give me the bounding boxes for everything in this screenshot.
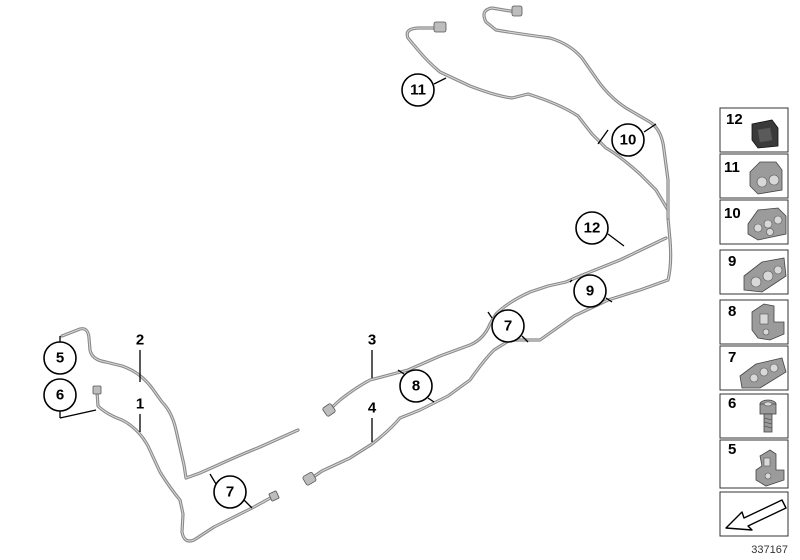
legend-item-9[interactable]: 9: [719, 249, 789, 295]
legend-item-direction[interactable]: [719, 491, 789, 537]
callout-8-label: 8: [412, 378, 420, 395]
callout-10-label: 10: [620, 132, 637, 149]
pipe-fitting: [302, 472, 317, 486]
legend-number-11: 11: [724, 159, 740, 176]
parts-legend: 12 11 10: [719, 107, 789, 537]
label-2[interactable]: 2: [136, 332, 144, 349]
callout-7-right[interactable]: 7: [491, 309, 525, 343]
legend-item-6[interactable]: 6: [719, 393, 789, 439]
legend-item-10[interactable]: 10: [719, 199, 789, 245]
callout-9-label: 9: [586, 283, 594, 300]
left-pipe-group: [60, 327, 300, 543]
legend-item-7[interactable]: 7: [719, 345, 789, 391]
callout-11[interactable]: 11: [401, 73, 435, 107]
diagram-id: 337167: [751, 544, 788, 556]
triple-pipe-clip-icon: [743, 257, 787, 293]
label-3[interactable]: 3: [368, 332, 376, 349]
callout-8[interactable]: 8: [399, 369, 433, 403]
main-pipe-group: [302, 5, 673, 486]
pipe-fitting: [92, 385, 102, 395]
callout-9[interactable]: 9: [573, 274, 607, 308]
leader-lines: [59, 77, 657, 509]
pipe-fitting: [322, 403, 336, 417]
callout-7-right-label: 7: [504, 318, 512, 335]
legend-number-5: 5: [728, 441, 736, 458]
legend-number-8: 8: [728, 303, 736, 320]
pipe-fitting: [268, 490, 280, 502]
multi-pipe-holder-icon: [739, 357, 787, 389]
grommet-icon: [751, 119, 779, 149]
label-4[interactable]: 4: [368, 400, 377, 417]
callout-11-label: 11: [410, 82, 426, 99]
legend-number-6: 6: [728, 395, 736, 412]
bracket-clip-icon: [751, 303, 785, 341]
callout-7-left[interactable]: 7: [213, 475, 247, 509]
legend-item-11[interactable]: 11: [719, 153, 789, 199]
pipe-fitting: [433, 21, 447, 33]
callout-6[interactable]: 6: [43, 378, 77, 412]
callout-10[interactable]: 10: [611, 123, 645, 157]
double-pipe-clip-icon: [749, 161, 783, 195]
callout-12[interactable]: 12: [575, 211, 609, 245]
callout-5[interactable]: 5: [43, 341, 77, 375]
legend-item-5[interactable]: 5: [719, 439, 789, 489]
callout-12-label: 12: [584, 220, 601, 237]
quad-pipe-clip-icon: [747, 207, 787, 241]
legend-number-7: 7: [728, 349, 736, 366]
legend-item-12[interactable]: 12: [719, 107, 789, 153]
legend-item-8[interactable]: 8: [719, 299, 789, 345]
legend-number-12: 12: [726, 111, 743, 128]
callout-7-left-label: 7: [226, 484, 234, 501]
hex-bolt-icon: [759, 399, 777, 433]
legend-number-9: 9: [728, 253, 736, 270]
mounting-bracket-icon: [755, 449, 785, 487]
installation-direction-arrow-icon: [725, 499, 787, 531]
legend-number-10: 10: [724, 205, 741, 222]
pipe-upper-a: [405, 26, 670, 212]
label-1[interactable]: 1: [136, 396, 144, 413]
pipe-part-4: [307, 216, 673, 482]
callout-5-label: 5: [56, 350, 64, 367]
pipe-fitting: [511, 5, 523, 17]
callout-6-label: 6: [56, 387, 64, 404]
